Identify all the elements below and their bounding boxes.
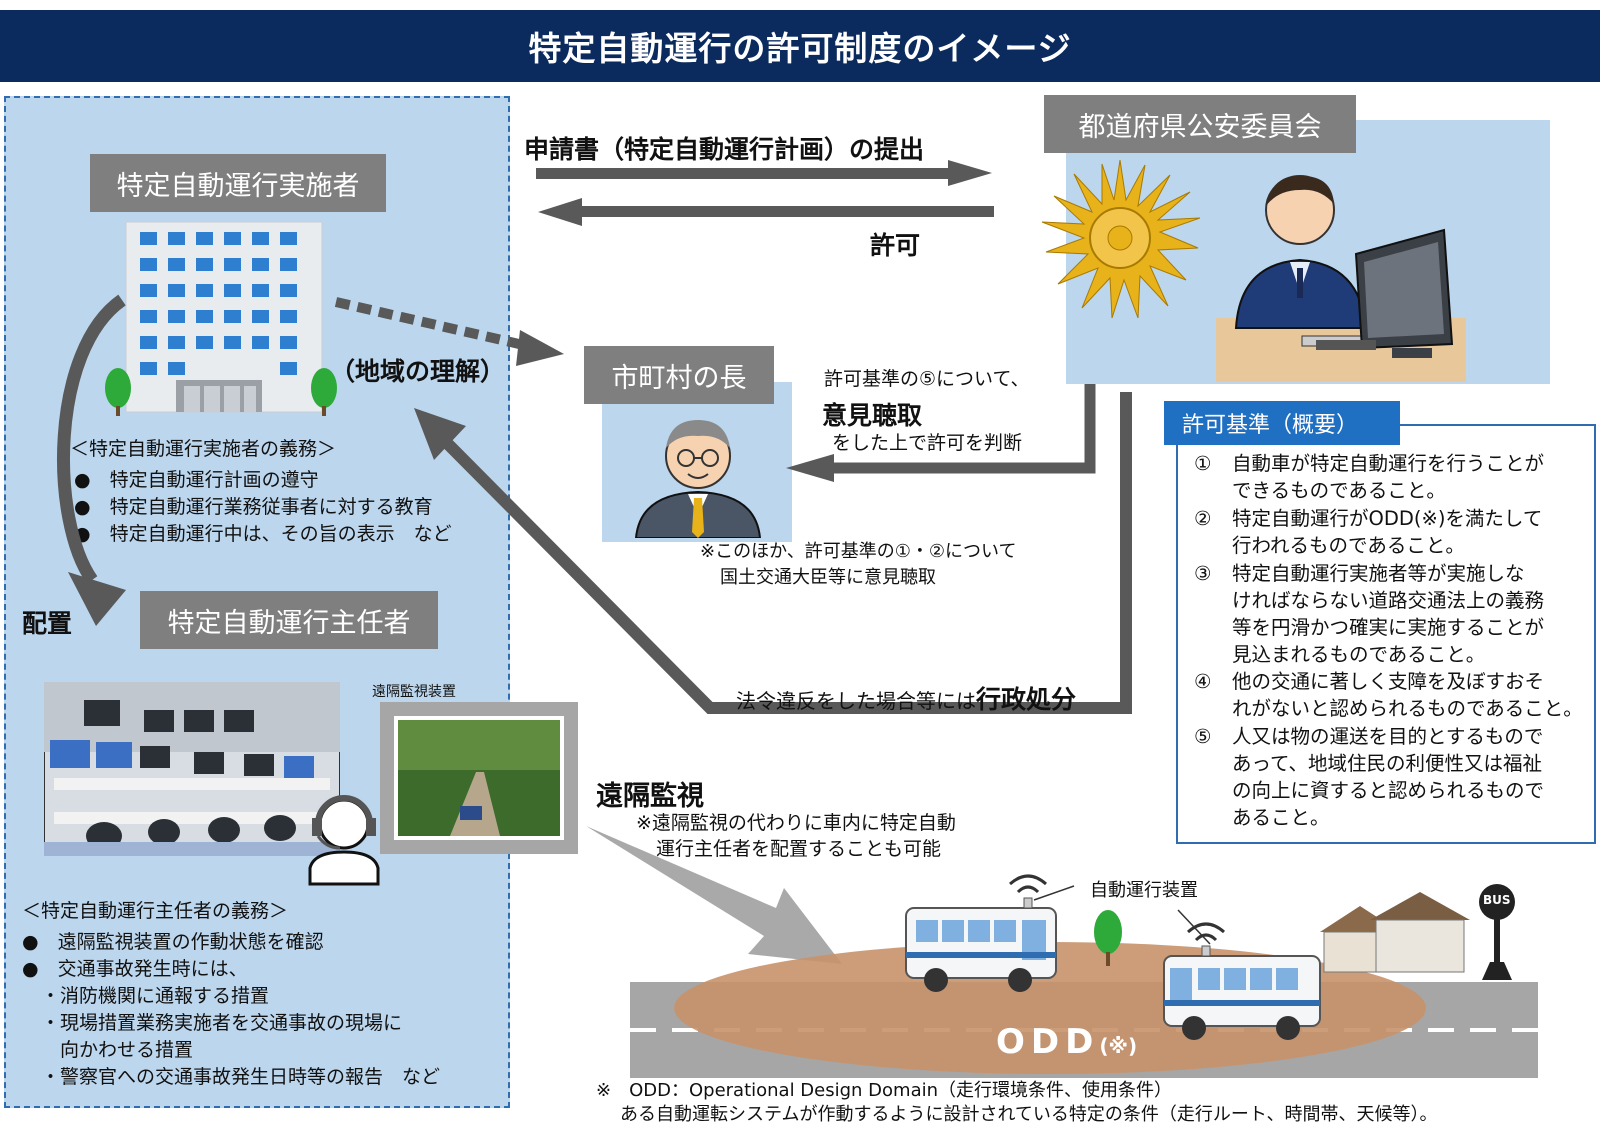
criteria-number: ① (1194, 452, 1212, 475)
office-building-icon (105, 221, 337, 416)
mayor-label: 市町村の長 (584, 346, 774, 404)
criteria-line: あること。 (1232, 806, 1330, 829)
criteria-line: 特定自動運行がODD(※)を満たして (1232, 507, 1543, 530)
criteria-line: 他の交通に著しく支障を及ぼすおそ (1232, 670, 1545, 693)
community-understanding-arrow (334, 297, 564, 366)
opinion-line3: をした上で許可を判断 (832, 432, 1023, 454)
administrative-penalty-arrow (414, 392, 1132, 714)
police-officer-at-computer-illustration (1216, 175, 1466, 382)
operator-duty: ● 特定自動運行業務従事者に対する教育 (74, 496, 433, 518)
criteria-number: ③ (1194, 562, 1212, 585)
criteria-line: できるものであること。 (1232, 479, 1446, 502)
criteria-line: 特定自動運行実施者等が実施しな (1232, 562, 1525, 585)
community-label: （地域の理解） (330, 357, 506, 386)
penalty-label: 法令違反をした場合等には行政処分 (736, 680, 1076, 716)
criteria-number: ② (1194, 507, 1212, 530)
supervisor-duty: ・消防機関に通報する措置 (22, 985, 270, 1007)
top-strip (0, 0, 1600, 10)
penalty-prefix: 法令違反をした場合等には (736, 689, 976, 713)
mayor-illustration (634, 420, 762, 538)
operator-duty: ● 特定自動運行計画の遵守 (74, 469, 319, 491)
odd-road-scene (630, 874, 1538, 1078)
supervisor-duty: 向かわせる措置 (22, 1039, 194, 1061)
criteria-line: 自動車が特定自動運行を行うことが (1232, 452, 1545, 475)
police-emblem-icon (1041, 160, 1200, 319)
criteria-line: あって、地域住民の利便性又は福祉 (1232, 752, 1543, 775)
penalty-bold: 行政処分 (976, 685, 1077, 714)
opinion-line1: 許可基準の⑤について、 (824, 368, 1030, 390)
supervisor-duty: ・現場措置業務実施者を交通事故の現場に (22, 1012, 403, 1034)
criteria-line: 人又は物の運送を目的とするもので (1232, 725, 1544, 748)
application-permit-arrows (536, 160, 994, 226)
operator-headset-icon (308, 795, 380, 886)
criteria-line: 見込まれるものであること。 (1232, 643, 1486, 666)
operator-label: 特定自動運行実施者 (90, 154, 386, 212)
criteria-number: ④ (1194, 670, 1212, 693)
remote-monitoring-arrow (586, 826, 842, 964)
permit-label: 許可 (870, 231, 921, 260)
police-label: 都道府県公安委員会 (1044, 95, 1356, 153)
application-label: 申請書（特定自動運行計画）の提出 (524, 135, 925, 164)
opinion-bold: 意見聴取 (822, 401, 923, 430)
other-note-line2: 国土交通大臣等に意見聴取 (720, 567, 936, 588)
criteria-line: の向上に資すると認められるもので (1232, 779, 1545, 802)
supervisor-duty: ● 交通事故発生時には、 (22, 958, 248, 980)
bus-stop-label: BUS (1483, 893, 1511, 907)
assign-label: 配置 (22, 609, 73, 638)
remote-note-line2: 運行主任者を配置することも可能 (656, 838, 942, 860)
supervisor-duty: ・警察官への交通事故発生日時等の報告 など (22, 1066, 441, 1088)
supervisor-label: 特定自動運行主任者 (140, 591, 438, 649)
supervisor-duties-heading: ＜特定自動運行主任者の義務＞ (22, 900, 289, 922)
odd-text: ODD (996, 1022, 1100, 1062)
criteria-line: れがないと認められるものであること。 (1232, 697, 1583, 720)
criteria-line: ければならない道路交通法上の義務 (1232, 589, 1545, 612)
odd-mark: (※) (1099, 1034, 1138, 1058)
remote-device-label: 遠隔監視装置 (372, 684, 456, 700)
permit-criteria-box: ① 自動車が特定自動運行を行うことができるものであること。 ② 特定自動運行がO… (1176, 424, 1596, 844)
opinion-hearing-arrow (786, 384, 1096, 482)
remote-monitor-screen (380, 702, 578, 854)
operator-duty: ● 特定自動運行中は、その旨の表示 など (74, 523, 452, 545)
operator-duties-heading: ＜特定自動運行実施者の義務＞ (70, 438, 337, 460)
footnote-line1: ※ ODD：Operational Design Domain（走行環境条件、使… (596, 1080, 1173, 1101)
remote-monitoring-label: 遠隔監視 (596, 781, 704, 812)
page-title: 特定自動運行の許可制度のイメージ (0, 10, 1600, 82)
remote-note-line1: ※遠隔監視の代わりに車内に特定自動 (636, 812, 956, 834)
other-note-line1: ※このほか、許可基準の①・②について (700, 541, 1017, 562)
criteria-title: 許可基準（概要） (1164, 401, 1400, 445)
assign-arrow (57, 294, 126, 626)
control-room-photo (44, 682, 340, 856)
criteria-line: 等を円滑かつ確実に実施することが (1232, 616, 1545, 639)
odd-label: ODD(※) (996, 1022, 1137, 1062)
automated-device-label: 自動運行装置 (1090, 880, 1198, 901)
supervisor-duty: ● 遠隔監視装置の作動状態を確認 (22, 931, 324, 953)
footnote-line2: ある自動運転システムが作動するように設計されている特定の条件（走行ルート、時間帯… (620, 1104, 1438, 1125)
criteria-number: ⑤ (1194, 725, 1212, 748)
criteria-line: 行われるものであること。 (1232, 534, 1465, 557)
